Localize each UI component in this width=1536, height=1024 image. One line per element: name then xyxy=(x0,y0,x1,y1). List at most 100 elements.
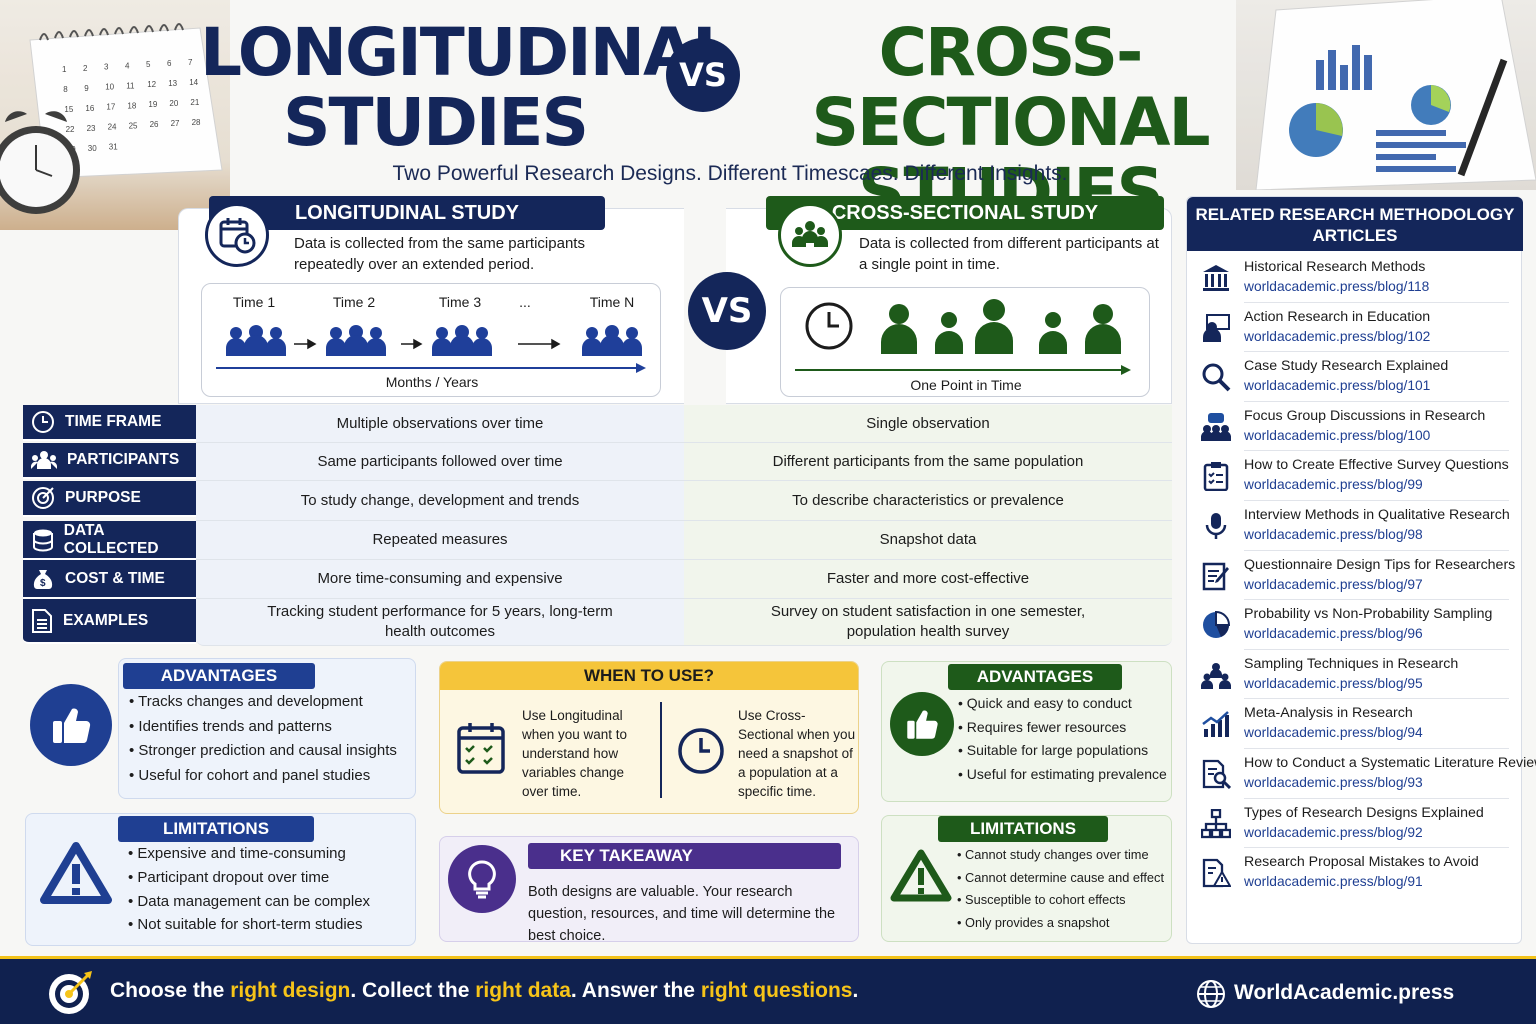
sidebar-article-title[interactable]: Meta-Analysis in Research xyxy=(1244,705,1413,722)
calendar-day: 25 xyxy=(129,121,138,130)
sidebar-article-title[interactable]: How to Create Effective Survey Questions xyxy=(1244,457,1509,474)
calendar-day: 6 xyxy=(167,59,172,68)
sidebar-article-url[interactable]: worldacademic.press/blog/91 xyxy=(1244,874,1423,890)
sidebar-article[interactable]: Questionnaire Design Tips for Researcher… xyxy=(1187,551,1523,601)
vs-badge-middle: VS xyxy=(688,272,766,350)
sidebar-article-title[interactable]: Types of Research Designs Explained xyxy=(1244,804,1484,821)
time-label-2: Time 2 xyxy=(332,294,376,310)
sidebar-article[interactable]: Meta-Analysis in Research worldacademic.p… xyxy=(1187,699,1523,749)
list-item: Identifies trends and patterns xyxy=(129,715,397,740)
calendar-day: 4 xyxy=(125,61,130,70)
calendar-day: 20 xyxy=(169,99,178,108)
row-label-text: DATA COLLECTED xyxy=(63,521,159,557)
svg-text:$: $ xyxy=(40,578,46,589)
row-label-text: PURPOSE xyxy=(65,489,141,506)
calendar-check-icon xyxy=(457,723,505,774)
list-item: Useful for cohort and panel studies xyxy=(129,764,397,789)
sidebar-article[interactable]: Focus Group Discussions in Research world… xyxy=(1187,402,1523,452)
longitudinal-advantages-list: Tracks changes and development Identifie… xyxy=(129,690,397,788)
sidebar-article[interactable]: Historical Research Methods worldacademic… xyxy=(1187,253,1523,303)
clipboard-icon xyxy=(1199,459,1233,493)
sidebar-article-title[interactable]: Focus Group Discussions in Research xyxy=(1244,407,1486,424)
footer-highlight-2: right data xyxy=(475,979,571,1002)
calendar-day: 21 xyxy=(190,98,199,107)
sidebar-article-url[interactable]: worldacademic.press/blog/118 xyxy=(1244,279,1430,294)
sidebar-article-url[interactable]: worldacademic.press/blog/92 xyxy=(1244,824,1423,840)
lightbulb-icon xyxy=(448,845,516,913)
sidebar-article-url[interactable]: worldacademic.press/blog/99 xyxy=(1244,477,1423,493)
sidebar-article[interactable]: Interview Methods in Qualitative Researc… xyxy=(1187,501,1523,551)
sidebar-article-url[interactable]: worldacademic.press/blog/98 xyxy=(1244,527,1423,542)
row-label-text: COST & TIME xyxy=(65,569,165,587)
sidebar-article-title[interactable]: Probability vs Non-Probability Sampling xyxy=(1244,606,1493,623)
sidebar-article-title[interactable]: Historical Research Methods xyxy=(1244,259,1426,275)
sidebar-article-title[interactable]: Sampling Techniques in Research xyxy=(1244,655,1459,672)
vs-middle-text: VS xyxy=(701,291,753,331)
cell-long-purpose: To study change, development and trends xyxy=(196,481,684,521)
calendar-day: 2 xyxy=(83,64,88,73)
sidebar-article[interactable]: How to Conduct a Systematic Literature R… xyxy=(1187,749,1536,799)
key-takeaway-text: Both designs are valuable. Your research… xyxy=(528,884,836,944)
sidebar-article[interactable]: Types of Research Designs Explained world… xyxy=(1187,799,1523,849)
when-to-use-panel: WHEN TO USE? Use Longitudinal when you w… xyxy=(439,661,859,814)
row-label-cost-time: $ COST & TIME xyxy=(23,560,196,599)
sidebar-heading: RELATED RESEARCH METHODOLOGY ARTICLES xyxy=(1187,197,1523,251)
related-articles-sidebar: RELATED RESEARCH METHODOLOGY ARTICLES Hi… xyxy=(1186,196,1536,944)
longitudinal-timeline: Time 1 Time 2 Time 3 ... Time N Months /… xyxy=(201,283,661,397)
sidebar-article-url[interactable]: worldacademic.press/blog/95 xyxy=(1244,675,1423,691)
target-arrow-icon xyxy=(49,971,92,1014)
sidebar-article-title[interactable]: How to Conduct a Systematic Literature R… xyxy=(1244,755,1536,771)
form-edit-icon xyxy=(1199,559,1233,593)
list-item: Expensive and time-consuming xyxy=(128,842,370,866)
sidebar-article[interactable]: Case Study Research Explained worldacadem… xyxy=(1187,352,1523,402)
divider xyxy=(1244,549,1509,551)
clock-icon xyxy=(32,411,54,433)
target-icon xyxy=(32,487,54,509)
sidebar-article-title[interactable]: Action Research in Education xyxy=(1244,308,1431,325)
footer-text-4: . xyxy=(852,979,859,1002)
sidebar-article[interactable]: Action Research in Education worldacademi… xyxy=(1187,303,1523,353)
title-left-line1: LONGITUDINAL xyxy=(200,14,734,91)
sidebar-article-title[interactable]: Questionnaire Design Tips for Researcher… xyxy=(1244,556,1516,573)
database-icon xyxy=(33,529,53,551)
sidebar-article[interactable]: Sampling Techniques in Research worldacad… xyxy=(1187,650,1523,700)
cross-sectional-axis-label: One Point in Time xyxy=(910,377,1022,393)
cell-long-participants: Same participants followed over time xyxy=(196,443,684,481)
list-item: Requires fewer resources xyxy=(958,716,1167,740)
longitudinal-advantages-tag: ADVANTAGES xyxy=(123,663,315,689)
cross-advantages-list: Quick and easy to conduct Requires fewer… xyxy=(958,692,1167,786)
calendar-day: 31 xyxy=(109,143,118,152)
footer-website-link[interactable]: WorldAcademic.press xyxy=(1234,981,1455,1004)
cell-cross-participants: Different participants from the same pop… xyxy=(684,443,1172,481)
warning-icon xyxy=(890,849,952,902)
sidebar-article-url[interactable]: worldacademic.press/blog/101 xyxy=(1244,378,1431,394)
globe-icon xyxy=(1197,980,1225,1008)
sidebar-article-title[interactable]: Case Study Research Explained xyxy=(1244,358,1449,375)
key-takeaway-tag: KEY TAKEAWAY xyxy=(528,843,841,869)
calendar-day: 27 xyxy=(171,119,180,128)
sidebar-article-url[interactable]: worldacademic.press/blog/97 xyxy=(1244,576,1423,592)
sidebar-article[interactable]: Probability vs Non-Probability Sampling w… xyxy=(1187,600,1523,650)
longitudinal-axis-label: Months / Years xyxy=(385,374,479,390)
sidebar-article-title[interactable]: Interview Methods in Qualitative Researc… xyxy=(1244,507,1510,523)
longitudinal-limitations-list: Expensive and time-consuming Participant… xyxy=(128,842,370,937)
sidebar-article-url[interactable]: worldacademic.press/blog/96 xyxy=(1244,626,1423,642)
cell-cross-time-frame: Single observation xyxy=(684,405,1172,443)
sidebar-article-url[interactable]: worldacademic.press/blog/93 xyxy=(1244,775,1423,790)
row-label-text: PARTICIPANTS xyxy=(67,451,180,468)
cross-sectional-arrow xyxy=(795,365,1131,375)
sidebar-article-url[interactable]: worldacademic.press/blog/100 xyxy=(1244,427,1431,443)
sidebar-article-url[interactable]: worldacademic.press/blog/102 xyxy=(1244,328,1431,344)
sidebar-article[interactable]: How to Create Effective Survey Questions… xyxy=(1187,451,1523,501)
longitudinal-definition: Data is collected from the same particip… xyxy=(294,235,585,273)
row-label-data-collected: DATA COLLECTED xyxy=(23,521,196,560)
row-label-purpose: PURPOSE xyxy=(23,481,196,517)
time-label-3: Time 3 xyxy=(438,294,482,310)
sidebar-article-title[interactable]: Research Proposal Mistakes to Avoid xyxy=(1244,854,1479,871)
sidebar-article-url[interactable]: worldacademic.press/blog/94 xyxy=(1244,725,1423,741)
divider xyxy=(1244,698,1509,700)
sidebar-article[interactable]: Research Proposal Mistakes to Avoid world… xyxy=(1187,848,1523,898)
report-chart-icon xyxy=(1255,0,1536,191)
cell-cross-examples: Survey on student satisfaction in one se… xyxy=(684,599,1172,646)
cross-sectional-definition: Data is collected from different partici… xyxy=(859,235,1159,273)
